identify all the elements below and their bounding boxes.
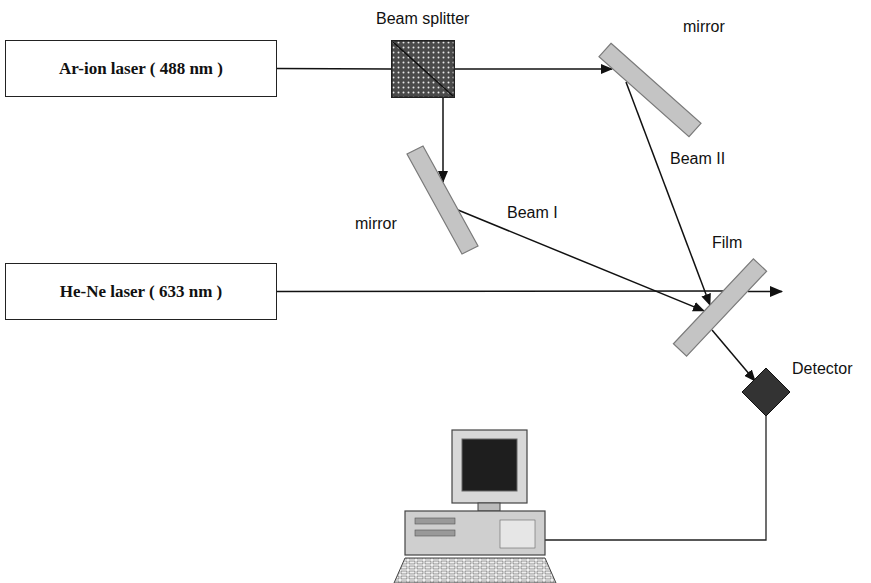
beam-line <box>277 68 391 70</box>
detector-shape <box>740 366 792 418</box>
component-label: Beam splitter <box>376 10 469 28</box>
plate-outline <box>407 146 478 254</box>
component-label: mirror <box>355 215 397 233</box>
beam-line <box>455 68 612 70</box>
beam-label: Beam I <box>505 204 560 222</box>
plate-outline <box>599 43 701 136</box>
component-label: mirror <box>683 18 725 36</box>
component-label: Film <box>712 234 742 252</box>
mirror: mirror <box>590 35 710 140</box>
beam-label: Beam II <box>668 150 727 168</box>
component-label: Detector <box>792 360 852 378</box>
mirror: mirror <box>395 145 480 260</box>
plate-shape <box>590 35 710 140</box>
laser-box: Ar-ion laser ( 488 nm ) <box>5 40 277 97</box>
detector-cable <box>528 416 766 540</box>
plate-outline <box>673 259 766 356</box>
laser-label: Ar-ion laser ( 488 nm ) <box>59 59 223 79</box>
splitter-cube <box>391 40 455 98</box>
plate-shape <box>665 250 775 365</box>
splitter-body <box>392 41 455 98</box>
detector: Detector <box>740 366 792 418</box>
detector-outline <box>742 368 790 416</box>
film-plate: Film <box>665 250 775 365</box>
transmitted-beam <box>748 291 782 293</box>
beam-splitter: Beam splitter <box>380 6 466 98</box>
splitter-diagonal <box>393 42 453 96</box>
computer-icon <box>394 430 556 583</box>
beam-line <box>458 210 704 311</box>
beam-line <box>442 98 444 182</box>
laser-box: He-Ne laser ( 633 nm ) <box>5 263 277 320</box>
beam-line <box>277 290 723 292</box>
plate-shape <box>395 145 480 260</box>
laser-label: He-Ne laser ( 633 nm ) <box>60 282 223 302</box>
beam-line <box>712 330 755 381</box>
